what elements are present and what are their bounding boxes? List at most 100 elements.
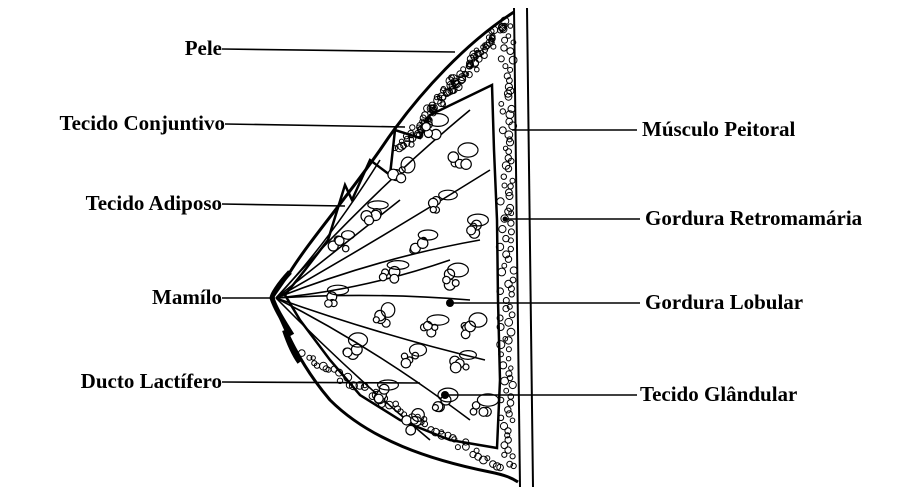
fat-cell [510, 277, 516, 283]
fat-cell [463, 443, 470, 450]
fat-cell [505, 280, 512, 287]
label-musculo-peitoral: Músculo Peitoral [642, 119, 795, 140]
lobule-acinus [365, 216, 374, 225]
fat-cell [509, 292, 514, 297]
fat-cell [501, 377, 509, 385]
fat-cell [505, 407, 511, 413]
duct [276, 295, 470, 300]
fat-cell [509, 381, 516, 388]
fat-cell [499, 102, 504, 107]
lobules [325, 114, 499, 435]
label-tecido-adiposo: Tecido Adiposo [86, 193, 222, 214]
fat-lobule [368, 201, 388, 209]
lobule-acinus [401, 359, 410, 368]
fat-cell [507, 400, 514, 407]
label-tecido-glandular: Tecido Glândular [640, 384, 797, 405]
fat-cell [299, 350, 306, 357]
fat-lobule [439, 190, 458, 200]
fat-lobule [418, 230, 437, 240]
lobule-acinus [397, 174, 406, 183]
lobule-acinus [406, 425, 416, 435]
fat-cell [508, 24, 513, 29]
lobule-acinus [379, 273, 386, 280]
fat-cell [497, 198, 504, 205]
fat-cell [505, 318, 513, 326]
fat-lobule [458, 143, 478, 157]
fat-cell [509, 312, 515, 318]
lobule-acinus [374, 394, 383, 403]
fat-cell [499, 226, 506, 233]
fat-cell [500, 109, 505, 114]
leader-line-tecido-adiposo [222, 204, 345, 206]
label-tecido-conjuntivo: Tecido Conjuntivo [59, 113, 225, 134]
fat-cell [505, 83, 512, 90]
leader-line-pele [222, 49, 455, 52]
label-mamilo: Mamílo [152, 287, 222, 308]
fat-cell [508, 184, 513, 189]
fat-cell [475, 67, 480, 72]
fat-cell [502, 183, 507, 188]
fat-cell [501, 45, 507, 51]
fat-cell [498, 268, 506, 276]
lobule-acinus [443, 276, 450, 283]
fat-cell [455, 445, 460, 450]
fat-lobule [342, 231, 355, 240]
label-pele: Pele [185, 38, 222, 59]
leader-lines [222, 49, 640, 395]
fat-cell [506, 149, 512, 155]
fat-cell [508, 246, 513, 251]
fat-cell [508, 220, 514, 226]
fat-cell [508, 229, 514, 235]
lobule-acinus [461, 159, 471, 169]
lobule-acinus [390, 274, 399, 283]
lobule-acinus [343, 348, 352, 357]
fat-cell [502, 263, 507, 268]
fat-cell [503, 64, 508, 69]
fat-lobule [469, 313, 487, 327]
lobule-acinus [452, 280, 459, 287]
fat-cell [502, 452, 507, 457]
fat-cell [506, 357, 510, 361]
lobule-acinus [450, 362, 461, 373]
fat-lobule [381, 303, 395, 318]
areola-dark [285, 330, 300, 362]
fat-cell [510, 454, 515, 459]
lobule-acinus [402, 416, 411, 425]
fat-cell [509, 366, 513, 370]
fat-cell [504, 388, 509, 393]
label-ducto-lactifero: Ducto Lactífero [81, 371, 222, 392]
fat-cell [482, 53, 488, 59]
fat-cell [508, 67, 513, 72]
fat-cell [474, 448, 479, 453]
lobule-acinus [430, 207, 436, 213]
duct [276, 260, 450, 298]
lobule-acinus [343, 245, 349, 251]
chest-wall [514, 8, 520, 487]
leader-line-ducto-lactifero [222, 382, 420, 383]
fat-cell [507, 48, 514, 55]
lobule-acinus [467, 226, 476, 235]
fat-cell [505, 337, 512, 344]
fat-cell [410, 125, 415, 130]
label-gordura-retromamaria: Gordura Retromamária [645, 208, 862, 229]
leader-line-tecido-conjuntivo [225, 124, 405, 127]
fat-cell [501, 174, 506, 179]
lobule-acinus [373, 317, 379, 323]
fat-cell [509, 56, 517, 64]
lobule-acinus [432, 405, 438, 411]
fat-cell [507, 328, 515, 336]
label-gordura-lobular: Gordura Lobular [645, 292, 803, 313]
fat-cell [502, 37, 508, 43]
fat-cell [498, 56, 504, 62]
lobule-acinus [479, 408, 488, 417]
fat-cell [510, 178, 515, 183]
fat-lobule [427, 315, 449, 325]
fat-cell [508, 238, 513, 243]
pectoral-muscle-line [527, 8, 533, 487]
fat-cell [506, 411, 512, 417]
fat-cell [506, 347, 511, 352]
fat-cell [510, 418, 515, 423]
lobule-acinus [325, 300, 332, 307]
